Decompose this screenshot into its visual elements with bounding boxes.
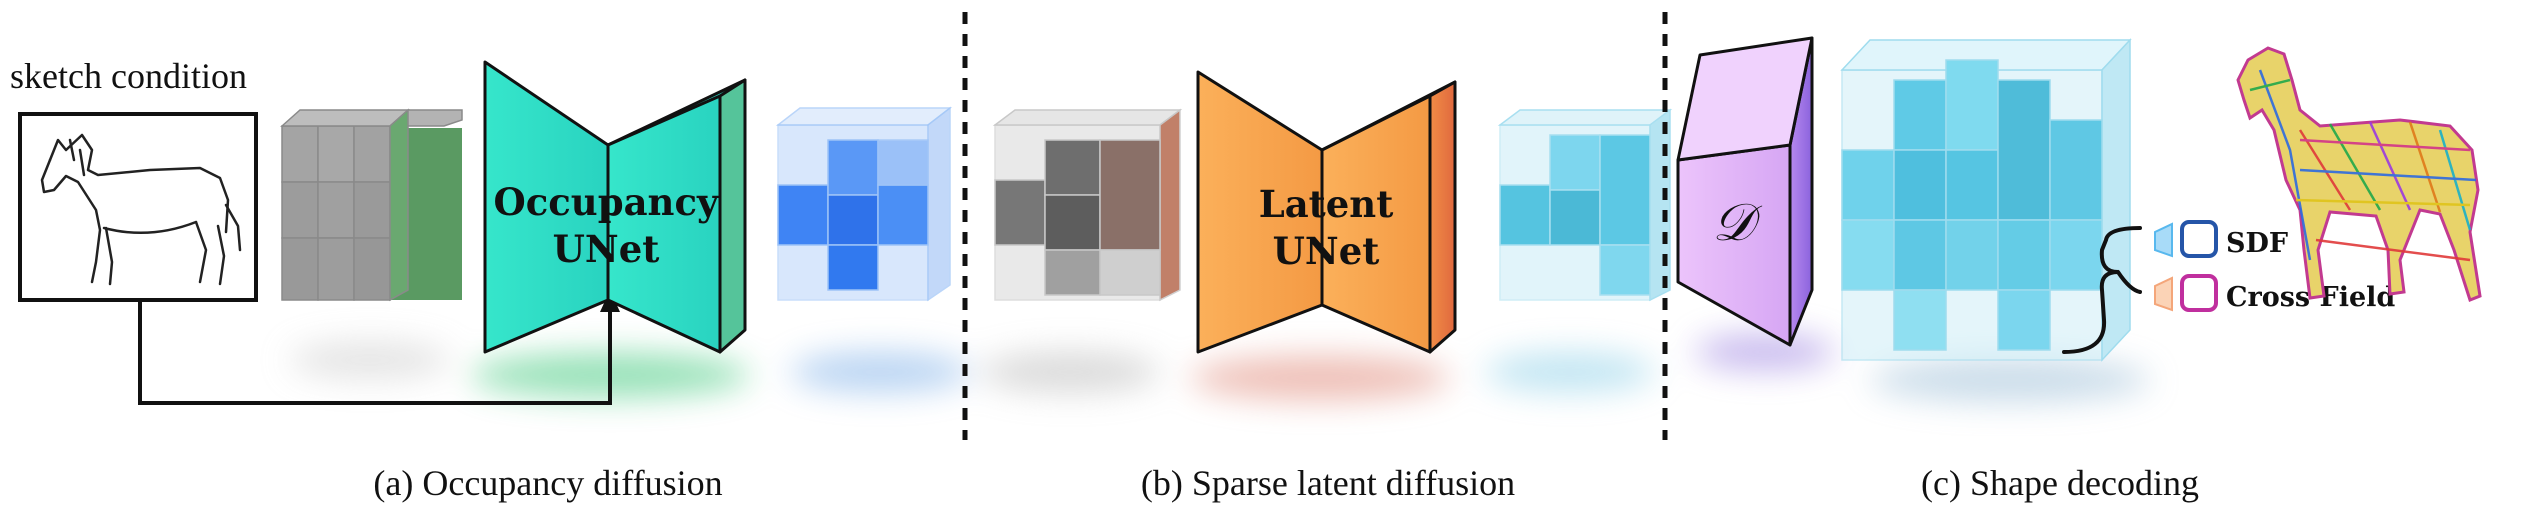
occupancy-output-cube [775,106,953,302]
sketch-condition-label: sketch condition [10,56,247,96]
occupancy-unet-label-line2: UNet [553,227,660,271]
output-horse-mesh [2236,46,2482,302]
latent-unet-label-line1: Latent [1259,182,1394,226]
sdf-label: SDF [2226,228,2288,259]
occupancy-unet [483,60,747,354]
occupancy-unet-label-line1: Occupancy [494,180,720,224]
caption-shape-decoding: (c) Shape decoding [1921,463,2199,503]
masked-latent-cube [992,108,1183,302]
cross-field-decoder-head-icon [2154,276,2173,312]
latent-unet [1196,70,1457,354]
sdf-box-icon [2180,220,2218,258]
decoder-brace-lower [2116,270,2142,294]
legend-sdf: SDF [2154,220,2288,259]
legend-cross-field: Cross Field [2154,274,2395,313]
latent-output-cube [1497,108,1673,302]
decoder-block [1676,36,1814,347]
ground-shadows [290,334,2150,402]
caption-sparse-latent-diffusion: (b) Sparse latent diffusion [1141,463,1515,503]
noise-voxel-cube [280,108,463,302]
cross-field-box-icon [2180,274,2218,312]
sdf-decoder-head-icon [2154,222,2173,258]
sketch-image [18,112,258,302]
caption-occupancy-diffusion: (a) Occupancy diffusion [373,463,722,503]
decoded-voxel-cube [1840,38,2132,362]
latent-unet-label-line2: UNet [1273,229,1380,273]
